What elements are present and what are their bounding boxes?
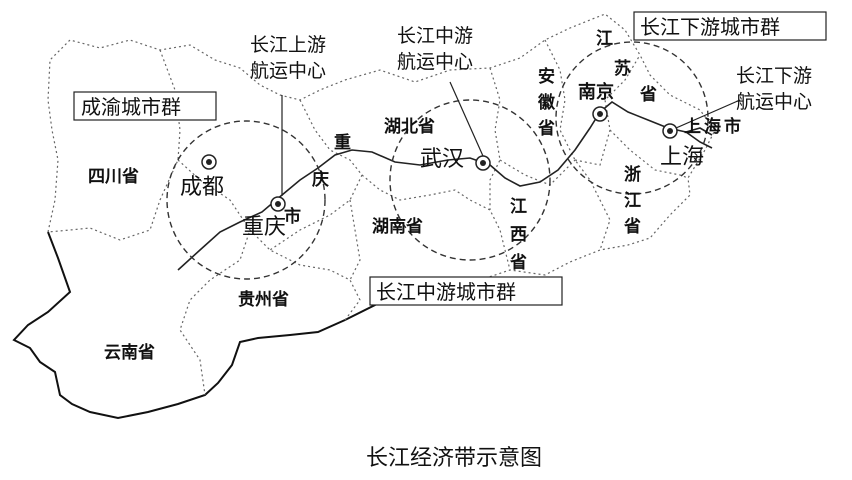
middle-centre-label-line1: 长江中游 (397, 25, 473, 47)
svg-text:重: 重 (334, 132, 351, 153)
middle-centre-label-line2: 航运中心 (397, 51, 473, 73)
chongqing-label: 重庆 (242, 215, 286, 240)
svg-text:安: 安 (538, 66, 555, 87)
nanjing-label: 南京 (578, 81, 614, 103)
chengyu-group-label: 成渝城市群 (81, 95, 181, 119)
wuhan-marker (475, 155, 491, 171)
middle-circle (389, 99, 551, 261)
shanghai-province-label: 上 海 市 (684, 116, 741, 137)
lower-group-label: 长江下游城市群 (640, 15, 780, 39)
svg-text:徽: 徽 (537, 92, 556, 113)
svg-text:江: 江 (510, 197, 527, 217)
lower-circle (555, 41, 709, 195)
svg-text:省: 省 (623, 216, 641, 237)
shanghai-marker (662, 123, 678, 139)
middle-group-box (369, 276, 563, 306)
svg-text:省: 省 (537, 118, 555, 139)
svg-text:江: 江 (596, 29, 613, 49)
yangtze-estuary (685, 127, 713, 149)
svg-text:市: 市 (284, 206, 301, 227)
anhui-label: 安 徽 省 (537, 66, 556, 139)
wuhan-label: 武汉 (420, 147, 464, 172)
upper-centre-label-line2: 航运中心 (250, 60, 326, 82)
svg-text:苏: 苏 (614, 58, 631, 79)
middle-centre-leader (449, 81, 484, 157)
guizhou-label: 贵州省 (238, 289, 289, 310)
chengyu-circle (166, 120, 326, 280)
nanjing-marker (592, 106, 608, 122)
hubei-label: 湖北省 (384, 116, 435, 137)
svg-text:江: 江 (624, 191, 641, 211)
yunnan-label: 云南省 (104, 342, 155, 363)
middle-group-label: 长江中游城市群 (376, 280, 516, 304)
jiangxi-label: 江 西 省 (509, 197, 527, 273)
shanghai-label: 上海 (660, 145, 704, 170)
province-borders (47, 13, 716, 396)
svg-text:市: 市 (724, 116, 741, 137)
lower-group-box (633, 11, 827, 41)
map-caption: 长江经济带示意图 (366, 446, 542, 471)
chengdu-marker (201, 154, 217, 170)
lower-centre-leader (675, 99, 741, 129)
hunan-label: 湖南省 (372, 216, 423, 237)
svg-text:浙: 浙 (624, 164, 641, 185)
chengyu-group-box (73, 91, 217, 121)
zhejiang-label: 浙 江 省 (623, 164, 641, 237)
svg-text:海: 海 (704, 116, 721, 137)
chongqing-province-label: 重 庆 市 (284, 132, 351, 227)
chongqing-marker (270, 196, 286, 212)
chengdu-label: 成都 (180, 175, 224, 200)
svg-text:西: 西 (510, 225, 527, 245)
svg-text:庆: 庆 (312, 169, 329, 190)
jiangsu-label: 江 苏 省 (596, 29, 657, 105)
sichuan-label: 四川省 (88, 166, 139, 187)
region-outline (12, 231, 391, 420)
svg-text:上: 上 (684, 117, 701, 137)
svg-text:省: 省 (639, 84, 657, 105)
lower-centre-label-line1: 长江下游 (736, 65, 812, 87)
svg-text:省: 省 (509, 252, 527, 273)
lower-centre-label-line2: 航运中心 (736, 91, 812, 113)
upper-centre-label-line1: 长江上游 (250, 34, 326, 56)
